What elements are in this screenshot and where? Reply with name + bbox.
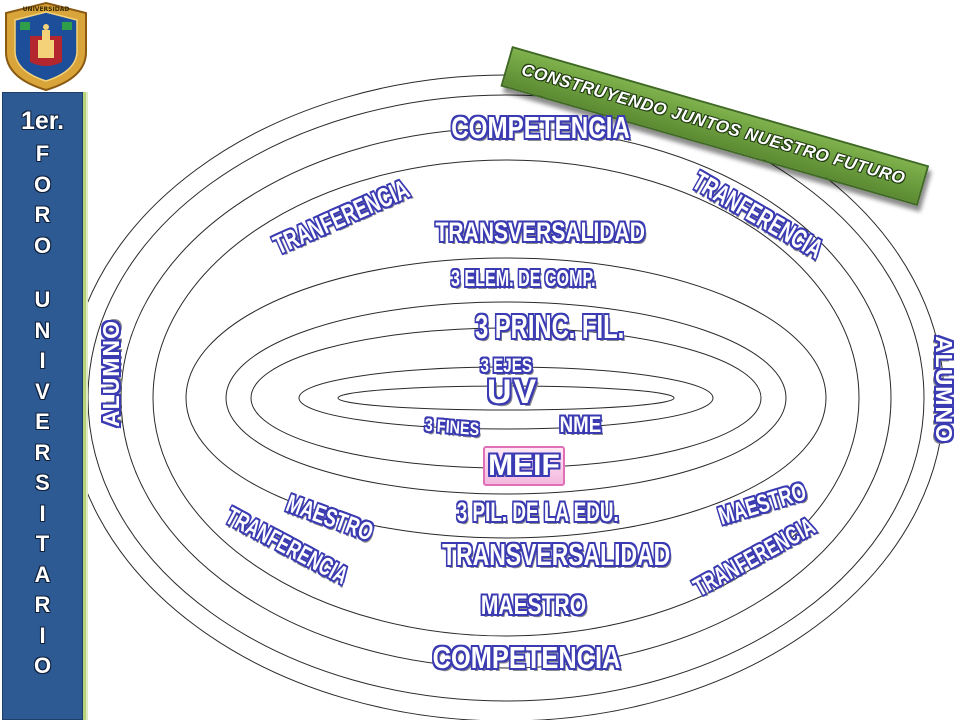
- sidebar-letter: R: [34, 439, 51, 465]
- ellipse-ring-8: [298, 366, 714, 430]
- university-logo: UNIVERSIDAD: [5, 1, 87, 92]
- sidebar-letter: [3, 261, 82, 285]
- label-alumno-right: ALUMNO: [930, 336, 957, 443]
- sidebar-letter: U: [34, 287, 51, 312]
- sidebar-letter: I: [39, 348, 46, 373]
- ellipse-ring-6: [225, 301, 787, 495]
- ellipse-ring-2: [87, 94, 925, 702]
- label-alumno-left: ALUMNO: [97, 320, 124, 427]
- label-princ-fil: 3 PRINC. FIL.: [475, 308, 625, 345]
- sidebar-letter: E: [35, 409, 50, 434]
- sidebar-letter: N: [34, 317, 51, 343]
- label-competencia-bottom: COMPETENCIA: [432, 640, 621, 675]
- label-meif: MEIF: [483, 446, 565, 486]
- label-nme: NME: [559, 412, 602, 437]
- label-maestro-bottom: MAESTRO: [480, 590, 587, 620]
- sidebar-title: 1er.: [20, 107, 65, 135]
- sidebar-letter: O: [33, 653, 52, 678]
- ellipse-ring-4: [152, 159, 860, 637]
- logo-top-text: UNIVERSIDAD: [23, 6, 70, 13]
- sidebar-letter: F: [35, 141, 50, 166]
- label-ejes: 3 EJES: [480, 356, 532, 377]
- label-competencia-top: COMPETENCIA: [451, 110, 630, 145]
- sidebar-letter: R: [34, 592, 51, 617]
- sidebar-letter: A: [34, 561, 51, 587]
- sidebar-letter: V: [35, 378, 50, 404]
- ellipse-ring-5: [185, 257, 827, 539]
- sidebar-letter: T: [35, 531, 50, 556]
- sidebar-letter: I: [39, 622, 46, 648]
- sidebar-letter: S: [35, 470, 50, 495]
- label-transversalidad-top: TRANSVERSALIDAD: [435, 217, 645, 247]
- ellipse-ring-3: [120, 127, 892, 669]
- sidebar-letter: I: [39, 500, 46, 526]
- sidebar-letter: O: [33, 171, 52, 197]
- ellipse-ring-9: [337, 385, 675, 411]
- sidebar-letter: R: [34, 202, 51, 227]
- label-elem-comp: 3 ELEM. DE COMP.: [450, 265, 596, 291]
- label-pil-edu: 3 PIL. DE LA EDU.: [456, 497, 619, 527]
- sidebar-letter: O: [33, 232, 52, 258]
- label-uv: UV: [487, 373, 539, 411]
- label-transversalidad-bottom: TRANSVERSALIDAD: [442, 537, 671, 572]
